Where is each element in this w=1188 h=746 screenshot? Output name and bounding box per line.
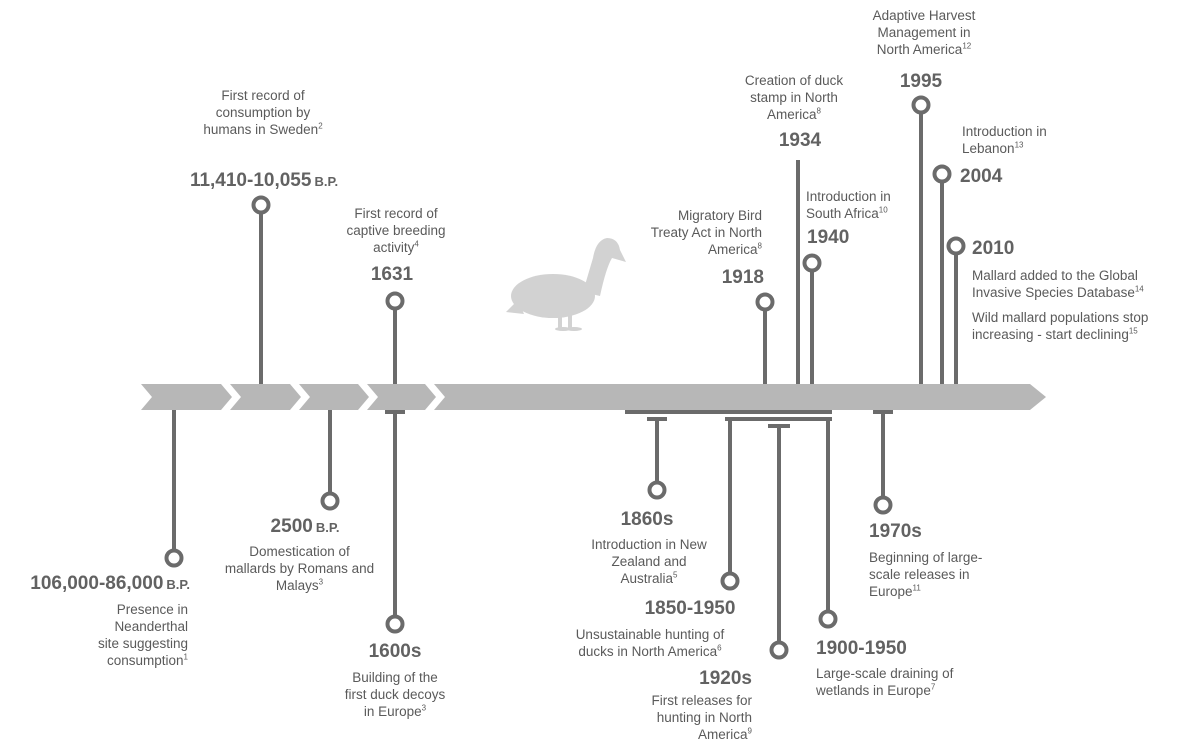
event-year: 1995 bbox=[899, 71, 943, 92]
event-description: Presence in Neanderthal site suggesting … bbox=[97, 602, 188, 668]
timeline-segment-4 bbox=[367, 384, 436, 410]
event-year: 1900-1950 bbox=[816, 638, 907, 659]
event-year: 1934 bbox=[778, 130, 822, 151]
marker-e7 bbox=[720, 571, 740, 591]
marker-e16 bbox=[946, 236, 966, 256]
marker-e9 bbox=[769, 640, 789, 660]
event-description: First releases for hunting in North Amer… bbox=[651, 693, 752, 742]
event-description: Migratory Bird Treaty Act in North Ameri… bbox=[650, 208, 762, 257]
timeline-segment-main bbox=[434, 384, 1046, 410]
event-description: Introduction in New Zealand and Australi… bbox=[591, 537, 707, 586]
event-description: Introduction in South Africa10 bbox=[806, 189, 891, 221]
timeline-arrow bbox=[141, 384, 1046, 410]
timeline-segment-3 bbox=[299, 384, 369, 410]
marker-e8 bbox=[755, 292, 775, 312]
event-description: Introduction in Lebanon13 bbox=[962, 124, 1047, 156]
event-year: 1940 bbox=[807, 227, 850, 248]
event-description: Building of the first duck decoys in Eur… bbox=[344, 670, 446, 719]
marker-e2 bbox=[251, 195, 271, 215]
duck-silhouette-icon bbox=[506, 238, 626, 331]
event-year: 1920s bbox=[699, 668, 752, 689]
event-markers bbox=[164, 95, 966, 660]
marker-e15 bbox=[932, 164, 952, 184]
event-description: Domestication of mallards by Romans and … bbox=[224, 544, 375, 593]
event-year: 2010 bbox=[972, 238, 1015, 259]
marker-e1 bbox=[164, 548, 184, 568]
event-description: First record of captive breeding activit… bbox=[346, 206, 446, 255]
event-description: Beginning of large-scale releases in Eur… bbox=[869, 550, 983, 599]
marker-e4 bbox=[385, 291, 405, 311]
event-year: 2004 bbox=[960, 166, 1003, 187]
event-description: Unsustainable hunting of ducks in North … bbox=[575, 627, 725, 659]
event-description: Creation of duck stamp in North America8 bbox=[744, 73, 844, 122]
marker-e13 bbox=[873, 495, 893, 515]
period-brackets bbox=[385, 410, 893, 428]
event-description-secondary: Wild mallard populations stop increasing… bbox=[972, 310, 1149, 342]
event-stems bbox=[172, 112, 958, 642]
event-description: First record of consumption by humans in… bbox=[203, 88, 323, 137]
event-year: 1631 bbox=[370, 264, 414, 285]
event-description: Large-scale draining of wetlands in Euro… bbox=[816, 666, 954, 698]
marker-e12 bbox=[802, 253, 822, 273]
event-year: 1918 bbox=[721, 267, 764, 288]
marker-e5 bbox=[385, 614, 405, 634]
timeline-segment-1 bbox=[141, 384, 232, 410]
marker-e11 bbox=[818, 609, 838, 629]
event-description: Mallard added to the Global Invasive Spe… bbox=[972, 268, 1144, 300]
marker-e14 bbox=[911, 95, 931, 115]
event-year: 1970s bbox=[869, 521, 922, 542]
event-year: 1850-1950 bbox=[644, 598, 736, 619]
marker-e3 bbox=[320, 491, 340, 511]
event-description: Adaptive Harvest Management in North Ame… bbox=[872, 8, 976, 57]
marker-e6 bbox=[647, 480, 667, 500]
event-year: 1860s bbox=[620, 509, 674, 530]
event-year: 1600s bbox=[368, 641, 422, 662]
timeline-segment-2 bbox=[230, 384, 301, 410]
